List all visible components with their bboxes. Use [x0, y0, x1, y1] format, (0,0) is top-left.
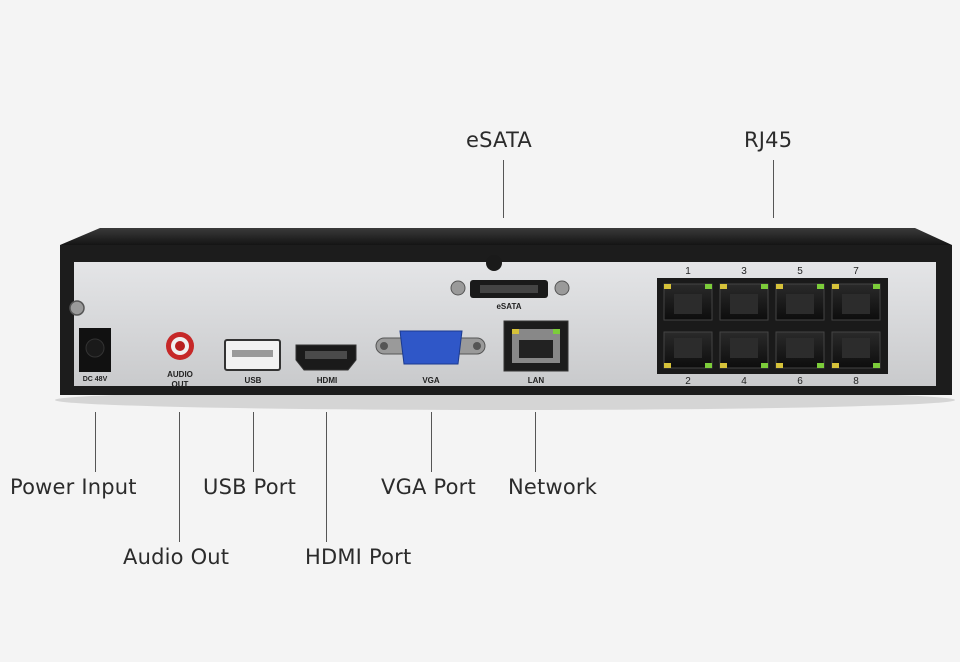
- vga-label: VGA: [422, 376, 440, 385]
- port-number-5: 5: [797, 266, 803, 277]
- callout-network: Network: [508, 475, 598, 499]
- ground-screw: [69, 300, 85, 316]
- port-number-7: 7: [853, 266, 859, 277]
- poe-ports: [663, 283, 881, 369]
- leader-rj45: [773, 160, 774, 218]
- leader-vga: [431, 412, 432, 472]
- callout-hdmi-port: HDMI Port: [305, 545, 412, 569]
- dc-label: DC 48V: [82, 376, 108, 383]
- audio-label-line1: AUDIO: [167, 370, 193, 379]
- leader-network: [535, 412, 536, 472]
- callout-audio-out: Audio Out: [123, 545, 230, 569]
- leader-power: [95, 412, 96, 472]
- callout-vga-port: VGA Port: [381, 475, 476, 499]
- leader-usb: [253, 412, 254, 472]
- port-number-1: 1: [685, 266, 691, 277]
- audio-label-line2: OUT: [171, 380, 189, 389]
- port-number-8: 8: [853, 376, 859, 387]
- usb-label: USB: [244, 376, 262, 385]
- callout-rj45: RJ45: [744, 128, 793, 152]
- lan-label: LAN: [527, 376, 545, 385]
- callout-power-input: Power Input: [10, 475, 137, 499]
- callout-esata: eSATA: [466, 128, 532, 152]
- callout-usb-port: USB Port: [203, 475, 297, 499]
- hdmi-label: HDMI: [316, 376, 338, 385]
- port-number-2: 2: [685, 376, 691, 387]
- vga-port: [399, 330, 463, 365]
- port-number-6: 6: [797, 376, 803, 387]
- leader-esata: [503, 160, 504, 218]
- leader-hdmi: [326, 412, 327, 542]
- port-number-4: 4: [741, 376, 747, 387]
- port-number-3: 3: [741, 266, 747, 277]
- chassis-top: [60, 228, 952, 245]
- leader-audio: [179, 412, 180, 542]
- esata-panel-label: eSATA: [496, 302, 522, 311]
